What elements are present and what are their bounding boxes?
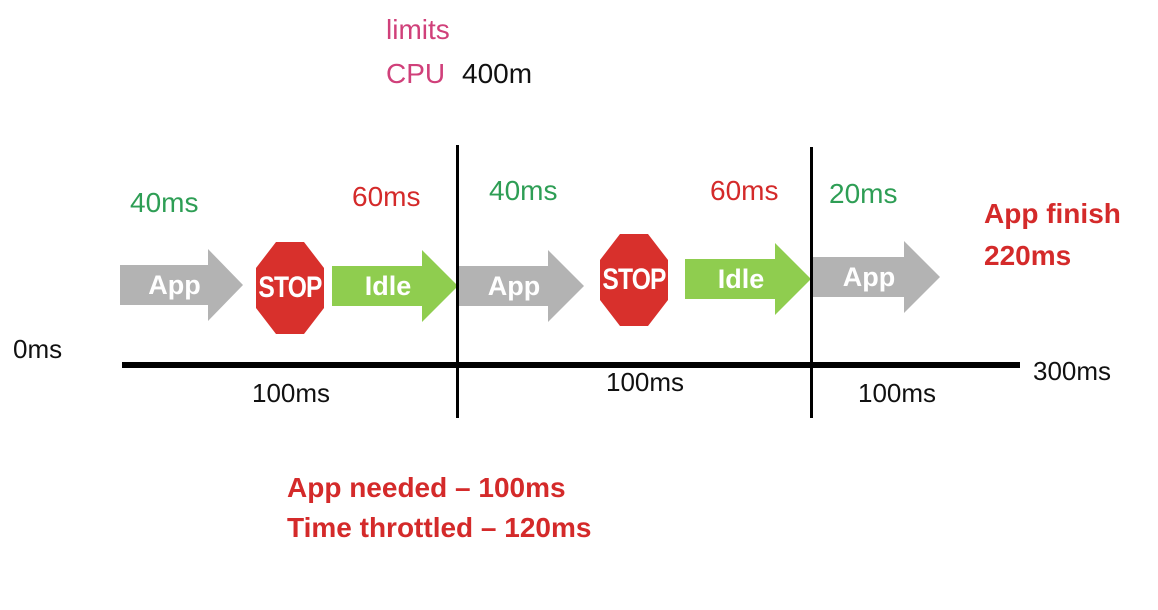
period-label-1: 100ms (252, 378, 331, 408)
summary-app-needed: App needed – 100ms (287, 472, 566, 503)
app-finish-time: 220ms (984, 240, 1072, 271)
idle-arrow-label: Idle (717, 263, 765, 294)
app-arrow-label: App (148, 269, 201, 300)
cpu-label: CPU (386, 58, 446, 89)
cpu-value: 400m (462, 58, 533, 89)
period-label-3: 100ms (858, 378, 937, 408)
app-finish-label: App finish (984, 198, 1121, 229)
idle-arrow-label: Idle (364, 270, 412, 301)
period-divider-1 (456, 145, 459, 418)
app-arrow-3: App (812, 241, 940, 313)
summary-time-throttled: Time throttled – 120ms (287, 512, 592, 543)
duration-app-1: 40ms (130, 187, 199, 218)
limits-title: limits (386, 14, 450, 45)
idle-arrow-2: Idle (685, 243, 811, 315)
app-arrow-label: App (487, 270, 541, 301)
period-label-2: 100ms (606, 367, 685, 397)
stop-sign-2: STOP (596, 230, 672, 330)
duration-app-3: 20ms (829, 178, 898, 209)
app-arrow-1: App (120, 249, 243, 321)
duration-idle-1: 60ms (352, 181, 421, 212)
app-arrow-label: App (842, 261, 896, 292)
stop-sign-label: STOP (602, 263, 666, 296)
duration-idle-2: 60ms (710, 175, 779, 206)
stop-sign-1: STOP (252, 238, 328, 338)
timeline-axis (122, 362, 1020, 368)
app-arrow-2: App (458, 250, 584, 322)
duration-app-2: 40ms (489, 175, 558, 206)
idle-arrow-1: Idle (332, 250, 458, 322)
stop-sign-label: STOP (258, 271, 322, 304)
time-end-label: 300ms (1033, 356, 1112, 386)
period-divider-2 (810, 147, 813, 418)
time-start-label: 0ms (13, 334, 63, 364)
